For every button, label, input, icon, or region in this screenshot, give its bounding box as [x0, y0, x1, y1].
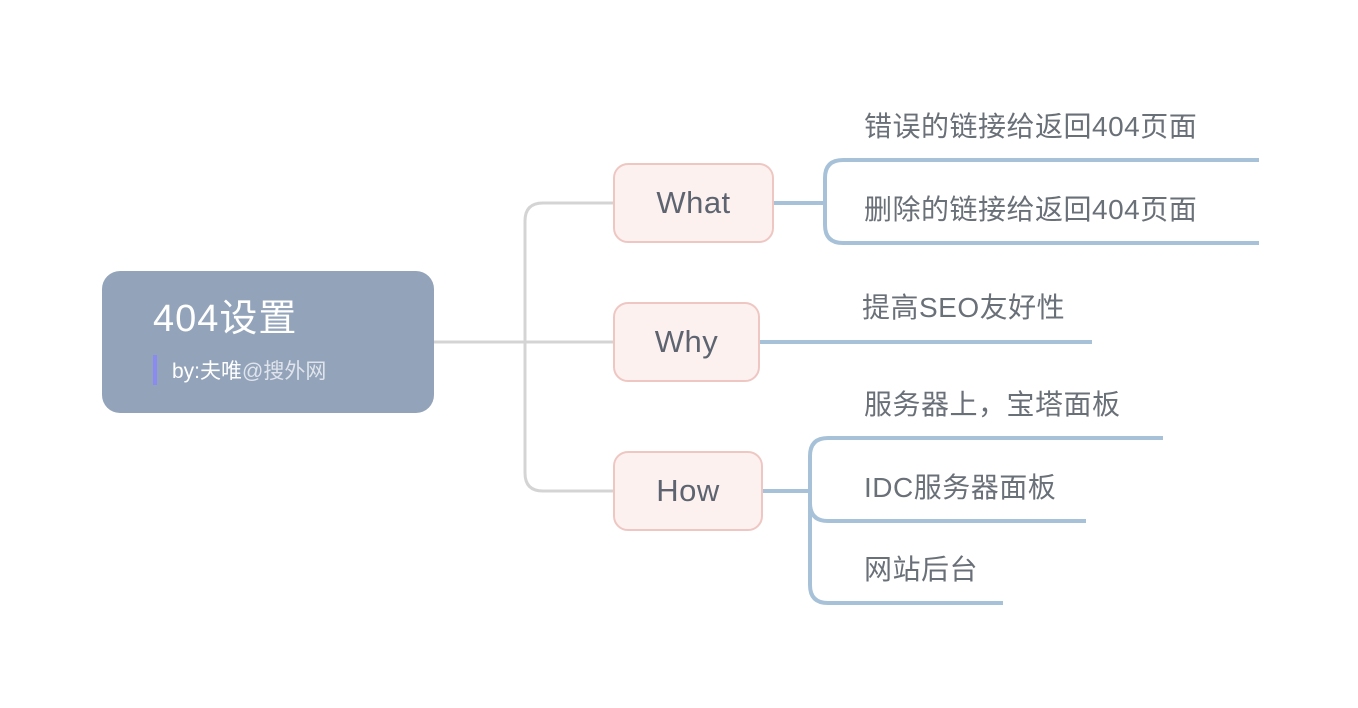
branch-topic-what-label: What	[656, 185, 731, 220]
branch-topic-what[interactable]: What	[613, 163, 774, 243]
byline-accent-bar	[153, 355, 157, 385]
branch-topic-how-label: How	[656, 473, 720, 508]
branch-topic-why[interactable]: Why	[613, 302, 760, 382]
branch-topic-why-label: Why	[654, 324, 719, 359]
connector-how-children-bracket	[808, 436, 1163, 605]
root-topic[interactable]: 404设置 by:夫唯 @搜外网	[102, 271, 434, 413]
child-topic-seo-friendly[interactable]: 提高SEO友好性	[862, 292, 1066, 323]
branch-topic-how[interactable]: How	[613, 451, 763, 531]
connector-root-to-what	[523, 201, 613, 342]
root-topic-byline: by:夫唯 @搜外网	[153, 355, 434, 385]
child-topic-server-baota-panel[interactable]: 服务器上，宝塔面板	[864, 389, 1121, 420]
child-topic-idc-server-panel[interactable]: IDC服务器面板	[864, 472, 1057, 503]
byline-site: @搜外网	[242, 360, 327, 383]
child-topic-error-link-404[interactable]: 错误的链接给返回404页面	[864, 111, 1198, 142]
byline-author: by:夫唯	[172, 360, 243, 383]
root-topic-title: 404设置	[153, 298, 298, 340]
connector-root-to-how	[523, 342, 613, 493]
child-topic-deleted-link-404[interactable]: 删除的链接给返回404页面	[864, 194, 1198, 225]
child-topic-site-backend[interactable]: 网站后台	[864, 554, 979, 585]
